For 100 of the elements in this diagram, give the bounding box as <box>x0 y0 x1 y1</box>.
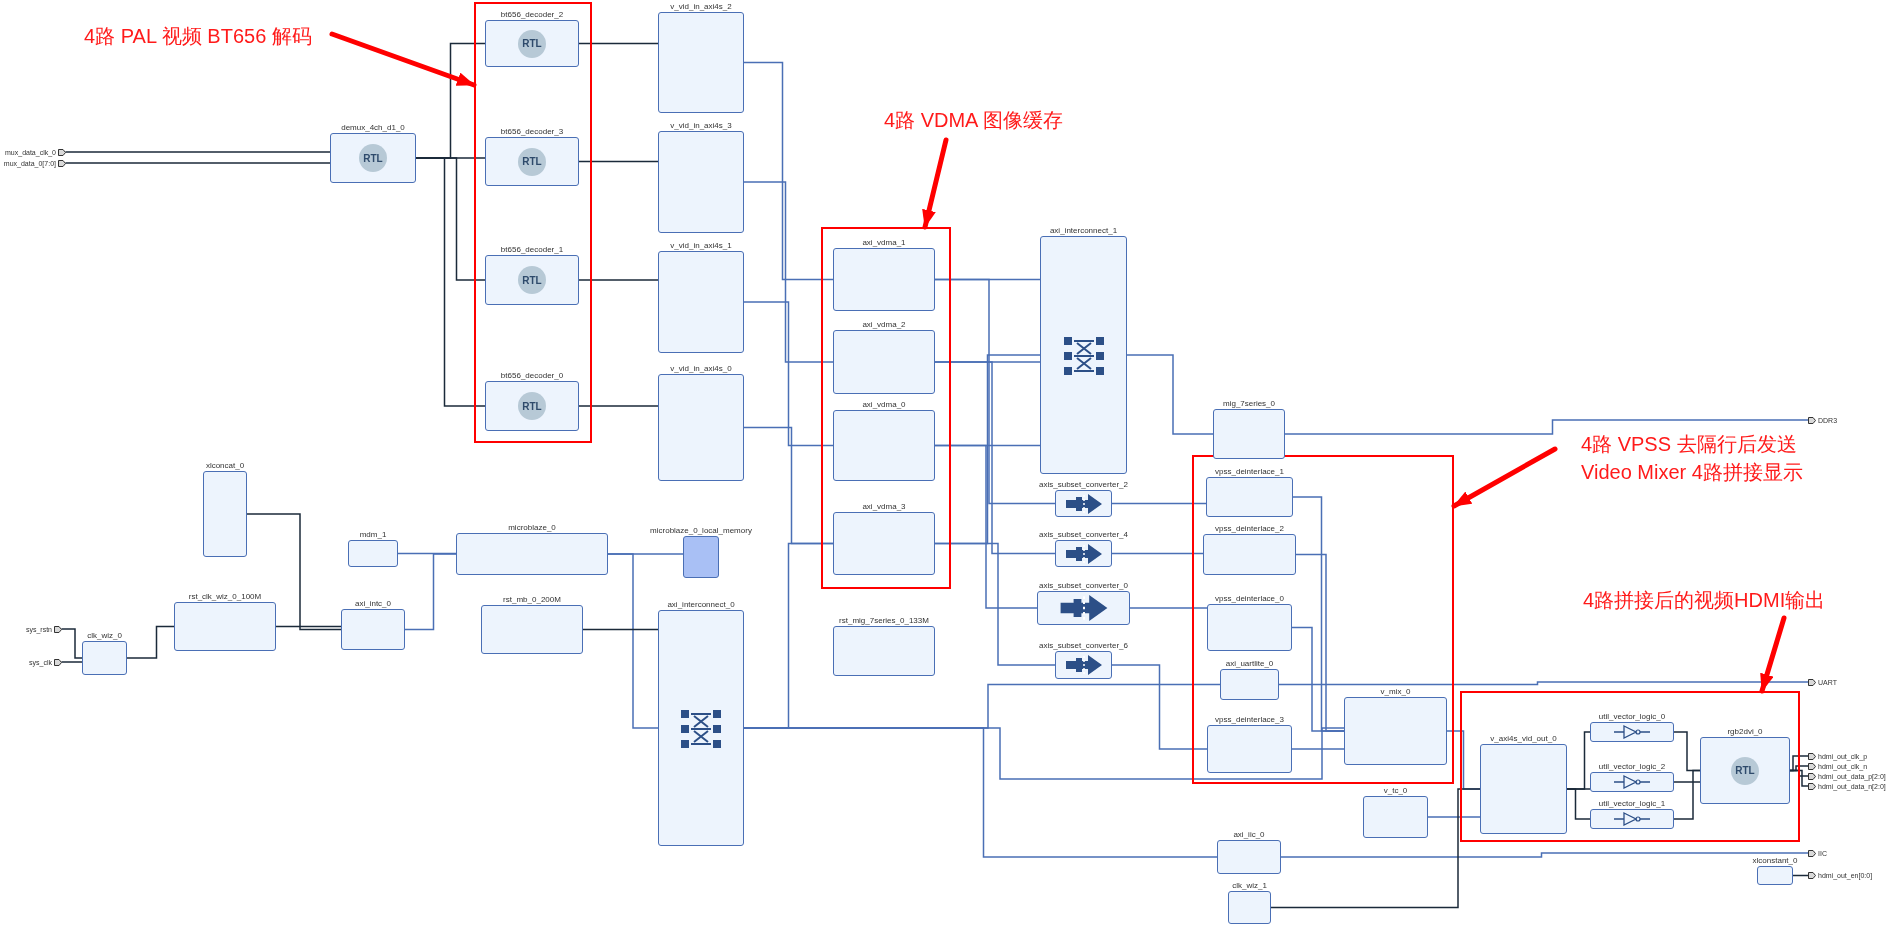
annotation-text: 4路 VPSS 去隔行后发送 Video Mixer 4路拼接显示 <box>1581 430 1817 486</box>
wire <box>1673 781 1701 783</box>
annotation-text: 4路 PAL 视频 BT656 解码 <box>84 22 312 50</box>
block-title: axis_subset_converter_4 <box>1039 529 1128 540</box>
module-badge: RTL <box>518 147 546 176</box>
module-badge: RTL <box>518 29 546 58</box>
block-title: vpss_deinterlace_1 <box>1215 466 1284 477</box>
block-title: mdm_1 <box>359 529 387 540</box>
block-title: axi_vdma_2 <box>862 319 906 330</box>
wire <box>126 625 175 659</box>
wire <box>1566 788 1591 820</box>
callout-arrow <box>1759 615 1787 694</box>
module-badge: RTL <box>518 392 546 420</box>
block-title: clk_wiz_1 <box>1232 880 1267 891</box>
callout-arrow <box>1451 446 1558 509</box>
block-title: xlconstant_0 <box>1752 855 1798 866</box>
annotation-text: 4路 VDMA 图像缓存 <box>884 106 1063 134</box>
wire <box>246 513 342 631</box>
wire <box>578 160 659 163</box>
block-title: demux_4ch_d1_0 <box>341 122 405 133</box>
wire <box>1111 502 1207 505</box>
block-title: rst_clk_wiz_0_100M <box>188 591 262 602</box>
wire <box>934 361 1056 555</box>
block-title: rgb2dvi_0 <box>1727 726 1763 737</box>
block-title: v_tc_0 <box>1383 785 1408 796</box>
block-title: axi_vdma_0 <box>862 399 906 410</box>
wire <box>61 628 83 659</box>
wire <box>415 157 486 407</box>
block-title: mig_7series_0 <box>1223 398 1275 409</box>
wire <box>1789 769 1809 787</box>
block-title: rst_mig_7series_0_133M <box>839 615 929 626</box>
wire <box>934 278 1056 505</box>
block-title: util_vector_logic_0 <box>1598 711 1666 722</box>
module-badge: RTL <box>518 266 546 294</box>
wire <box>65 151 331 153</box>
annotation-text: 4路拼接后的视频HDMI输出 <box>1583 586 1826 614</box>
block-title: v_vid_in_axi4s_2 <box>670 1 732 12</box>
block-title: bt656_decoder_3 <box>500 126 564 137</box>
module-badge: RTL <box>1731 756 1759 785</box>
wire <box>1278 681 1809 686</box>
block-title: axi_interconnect_1 <box>1049 225 1118 236</box>
wire <box>275 625 342 628</box>
wire <box>578 405 659 407</box>
block-title: vpss_deinterlace_0 <box>1215 593 1284 604</box>
block-title: axis_subset_converter_6 <box>1039 640 1128 651</box>
wire <box>934 444 1038 609</box>
wire <box>607 553 659 729</box>
wire <box>61 661 83 663</box>
highlight-frame <box>474 2 592 443</box>
block-title: bt656_decoder_1 <box>500 244 564 255</box>
wire <box>578 42 659 45</box>
highlight-frame <box>1460 691 1800 842</box>
block-title: bt656_decoder_2 <box>500 9 564 20</box>
wire <box>1291 626 1345 732</box>
block-title: v_axi4s_vid_out_0 <box>1490 733 1557 744</box>
block-title: v_vid_in_axi4s_3 <box>670 120 732 131</box>
callout-arrow <box>922 137 949 230</box>
block-title: bt656_decoder_0 <box>500 370 564 381</box>
block-title: microblaze_0 <box>508 522 556 533</box>
wire <box>578 279 659 281</box>
block-title: axi_uartlite_0 <box>1225 658 1274 669</box>
block-title: rst_mb_0_200M <box>503 594 561 605</box>
wire <box>1126 354 1214 435</box>
block-title: util_vector_logic_2 <box>1598 761 1666 772</box>
wire <box>743 181 834 363</box>
block-title: util_vector_logic_1 <box>1598 798 1666 809</box>
wire <box>582 628 659 631</box>
block-title: axis_subset_converter_0 <box>1039 580 1128 591</box>
wire <box>1129 607 1208 609</box>
block-title: axi_intc_0 <box>355 598 391 609</box>
wire <box>1284 419 1809 435</box>
highlight-frame <box>821 227 951 589</box>
wire <box>1789 755 1809 772</box>
block-title: xlconcat_0 <box>205 460 245 471</box>
wire <box>1280 852 1809 858</box>
block-title: axi_vdma_3 <box>862 501 906 512</box>
block-title: microblaze_0_local_memory <box>650 525 752 536</box>
block-title: axis_subset_converter_2 <box>1039 479 1128 490</box>
wire <box>1270 788 1481 909</box>
wire <box>934 542 1056 666</box>
callout-arrow <box>329 31 477 88</box>
wire <box>1673 769 1701 820</box>
block-title: axi_vdma_1 <box>862 237 906 248</box>
wire <box>1427 816 1481 818</box>
wire <box>404 553 457 631</box>
block-title: v_vid_in_axi4s_0 <box>670 363 732 374</box>
highlight-frame <box>1192 455 1454 784</box>
wire <box>743 301 834 447</box>
block-title: clk_wiz_0 <box>87 630 122 641</box>
wire <box>1111 664 1208 750</box>
block-title: v_mix_0 <box>1380 686 1411 697</box>
wire <box>65 162 331 164</box>
block-title: v_vid_in_axi4s_1 <box>670 240 732 251</box>
wire <box>743 61 834 281</box>
block-title: vpss_deinterlace_3 <box>1215 714 1284 725</box>
block-title: vpss_deinterlace_2 <box>1215 523 1284 534</box>
block-title: axi_interconnect_0 <box>667 599 735 610</box>
wire <box>1111 552 1204 555</box>
wire <box>1291 748 1345 750</box>
module-badge: RTL <box>359 144 387 172</box>
